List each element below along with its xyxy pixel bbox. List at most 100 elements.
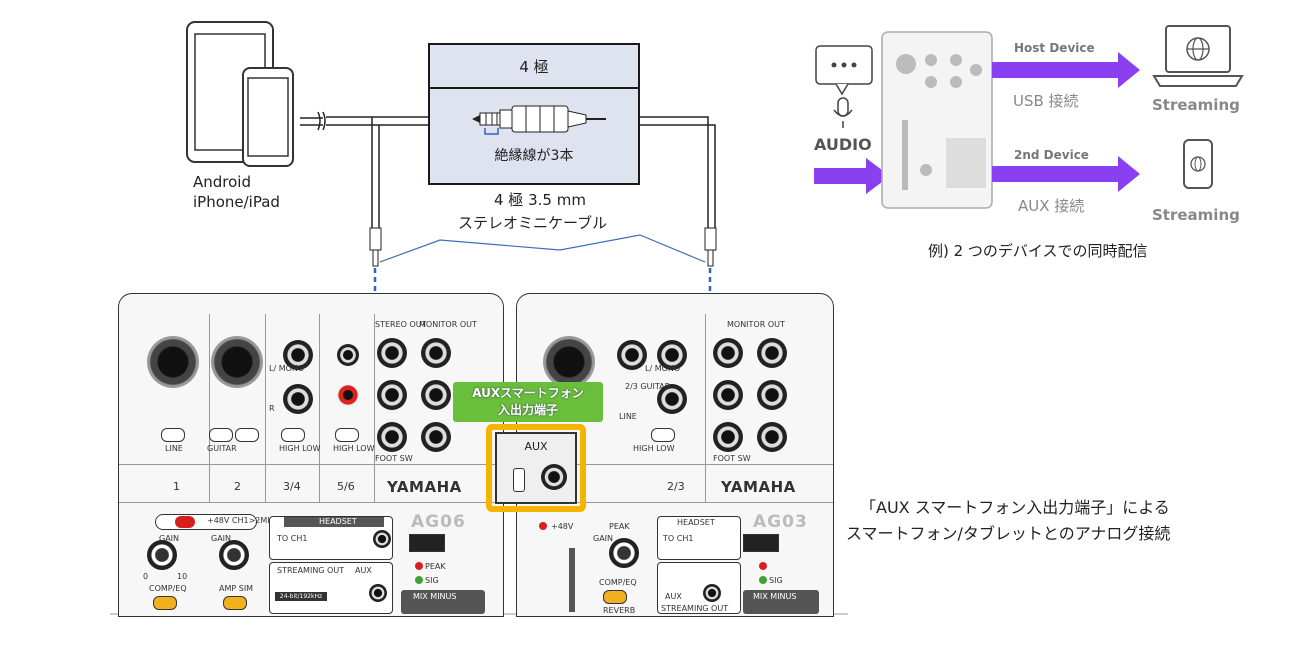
ag03-aux-jack[interactable] [703,584,721,602]
cable-caption-line1: 4 極 3.5 mm [494,191,586,209]
ag06-mono-label: L/ MONO [269,364,305,373]
aux-caption-line2: スマートフォン/タブレットとのアナログ接続 [846,524,1171,543]
ag03-ch23-number: 2/3 [667,480,685,493]
aux-highlight-frame [486,424,586,512]
ag06-comp-eq-label: COMP/EQ [149,584,187,593]
dual-streaming-example-graphic [814,25,1244,209]
ag06-comp-eq-button[interactable] [153,596,177,610]
ag06-monitor-out-l[interactable] [421,338,451,368]
cable-pole-header: 4 極 [430,45,638,89]
ag03-brand: YAMAHA [721,478,796,496]
ch4-jack[interactable] [283,384,313,414]
ch6-rca[interactable] [337,384,359,406]
ag06-foot-sw-label: FOOT SW [375,454,413,463]
ag03-stereo-out-r[interactable] [713,380,743,410]
ag06-scale-min: 0 [143,572,149,581]
ag06-ch56-number: 5/6 [337,480,355,493]
audio-label: AUDIO [814,135,872,154]
ag03-ch3r-jack[interactable] [657,384,687,414]
ag03-sig-label: SIG [769,576,783,585]
ag06-phantom-label: +48V CH1>2MIC [207,516,276,525]
insulation-label: 絶縁線が3本 [494,148,574,164]
ag06-aux-label: AUX [355,566,372,575]
ag06-scale-max: 10 [177,572,188,581]
streaming-bottom-label: Streaming [1152,206,1240,224]
ag06-monitor-out-r[interactable] [421,380,451,410]
ag06-foot-sw[interactable] [377,422,407,452]
ag06-amp-sim-button[interactable] [223,596,247,610]
ag06-mix-minus-label: MIX MINUS [413,592,457,601]
ch2-line-switch[interactable] [235,428,259,442]
aux-zoom-panel: AUX [495,432,577,504]
ag06-gain-label: GAIN [159,534,180,543]
ag03-to-ch1-label: TO CH1 [663,534,694,543]
ag03-monitor-out-r[interactable] [757,380,787,410]
ch2-xlr-input[interactable] [211,336,263,388]
ag03-headset-label: HEADSET [677,518,715,527]
ch2-gain-knob[interactable] [219,540,249,570]
ag06-stereo-out-r[interactable] [377,380,407,410]
ag06-ch1-number: 1 [173,480,180,493]
ch3-jack[interactable] [283,340,313,370]
ch1-gain-knob[interactable] [147,540,177,570]
ag06-phantom-switch[interactable] [175,516,195,528]
ag03-gain-label: GAIN [593,534,614,543]
ag03-ch1-xlr-input[interactable] [543,336,595,388]
ag03-ch3-jack[interactable] [657,340,687,370]
example-caption: 例) 2 つのデバイスでの同時配信 [928,242,1148,260]
aux-panel-label: AUX [524,440,548,453]
ag03-fader[interactable] [569,548,575,612]
ag06-monitor-out-label: MONITOR OUT [419,320,477,329]
ag03-model: AG03 [753,512,808,532]
ag03-gain-knob[interactable] [609,538,639,568]
tablet-phone-illustration [186,21,294,167]
aux-jack-zoom[interactable] [541,464,567,490]
cable-info-box: 4 極 絶縁線が3本 [428,43,640,185]
ag03-monitor-out-l[interactable] [757,338,787,368]
ag06-to-ch1-label: TO CH1 [277,534,308,543]
ag06-model: AG06 [411,512,466,532]
ag06-phones-jack[interactable] [421,422,451,452]
ag06-r-label: R [269,404,275,413]
phone-icon [513,468,525,492]
ag06-mixer: L/ MONO R STEREO OUT MONITOR OUT FOOT SW… [118,293,504,617]
ch34-high-low-switch[interactable] [281,428,305,442]
ag03-ch2-jack[interactable] [617,340,647,370]
ag03-guitar-label: 2/3 GUITAR [625,382,671,391]
ag03-phones-jack[interactable] [757,422,787,452]
ag06-gain2-label: GAIN [211,534,232,543]
ch1-xlr-input[interactable] [147,336,199,388]
ag03-comp-eq-button[interactable] [603,590,627,604]
ch56-high-low-label: HIGH LOW [333,444,375,453]
devices-label-line2: iPhone/iPad [193,193,280,211]
aux-tag-line2: 入出力端子 [497,403,558,417]
ag03-peak-label: PEAK [609,522,630,531]
ch2-guitar-switch[interactable] [209,428,233,442]
ag06-stereo-out-l[interactable] [377,338,407,368]
streaming-top-label: Streaming [1152,96,1240,114]
ch56-high-low-switch[interactable] [335,428,359,442]
ag03-streaming-out-label: STREAMING OUT [661,604,729,613]
ag06-badge: 24-bit/192kHz [275,592,327,601]
ag06-amp-sim-label: AMP SIM [219,584,254,593]
ag06-headset-jack[interactable] [373,530,391,548]
ag06-power-switch[interactable] [409,534,445,552]
devices-label-line1: Android [193,173,251,191]
ch34-high-low-label: HIGH LOW [279,444,321,453]
ch5-rca[interactable] [337,344,359,366]
usb-connection-label: USB 接続 [1013,92,1079,110]
ch2-guitar-label: GUITAR [207,444,237,453]
ag06-ch34-number: 3/4 [283,480,301,493]
ag03-mono-label: L/ MONO [645,364,681,373]
cable-caption-line2: ステレオミニケーブル [458,214,608,232]
ag03-power-switch[interactable] [743,534,779,552]
aux-smartphone-tag: AUXスマートフォン 入出力端子 [453,382,603,422]
ag03-stereo-out-l[interactable] [713,338,743,368]
aux-caption-line1: 「AUX スマートフォン入出力端子」による [860,498,1170,517]
ag06-aux-jack[interactable] [369,584,387,602]
ag03-high-low-switch[interactable] [651,428,675,442]
ag06-sig-label: SIG [425,576,439,585]
ch1-line-switch[interactable] [161,428,185,442]
ag06-ch2-number: 2 [234,480,241,493]
ag03-foot-sw[interactable] [713,422,743,452]
